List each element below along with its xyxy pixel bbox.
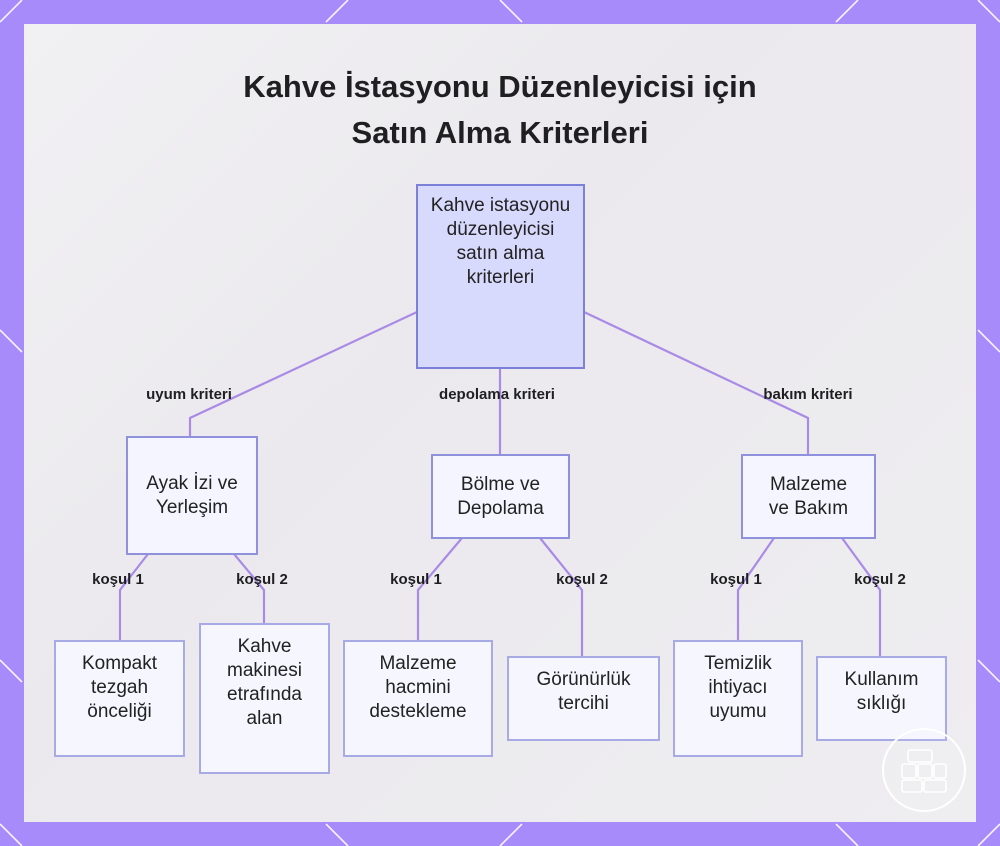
edge-malzeme-k1	[736, 537, 775, 640]
edge-label-bolme-k2: koşul 2	[556, 571, 608, 588]
leaf-malzeme-hacmi: Malzeme hacmini destekleme	[343, 640, 493, 757]
edge-label-ayak-k1: koşul 1	[92, 571, 144, 588]
leaf-kompakt-tezgah-text: Kompakt tezgah önceliği	[82, 653, 157, 722]
leaf-malzeme-hacmi-text: Malzeme hacmini destekleme	[369, 653, 467, 722]
edge-label-depolama: depolama kriteri	[439, 386, 555, 403]
page-title: Kahve İstasyonu Düzenleyicisi için Satın…	[0, 64, 1000, 156]
storage-boxes-icon	[901, 749, 947, 793]
node-ayak-izi: Ayak İzi ve Yerleşim	[126, 436, 258, 555]
edge-label-malzeme-k2: koşul 2	[854, 571, 906, 588]
leaf-gorunurluk: Görünürlük tercihi	[507, 656, 660, 741]
leaf-temizlik: Temizlik ihtiyacı uyumu	[673, 640, 803, 757]
root-node-text: Kahve istasyonu düzenleyicisi satın alma…	[430, 195, 571, 288]
edge-bolme-k1	[416, 537, 463, 640]
leaf-temizlik-text: Temizlik ihtiyacı uyumu	[704, 653, 772, 722]
edge-label-bolme-k1: koşul 1	[390, 571, 442, 588]
edge-label-ayak-k2: koşul 2	[236, 571, 288, 588]
edge-ayak-k1	[118, 553, 149, 640]
leaf-kullanim-sikligi-text: Kullanım sıklığı	[844, 669, 919, 714]
leaf-gorunurluk-text: Görünürlük tercihi	[536, 669, 631, 714]
root-node: Kahve istasyonu düzenleyicisi satın alma…	[416, 184, 585, 369]
leaf-kahve-makinesi-alan: Kahve makinesi etrafında alan	[199, 623, 330, 774]
leaf-kullanim-sikligi: Kullanım sıklığı	[816, 656, 947, 741]
edge-root-uyum	[188, 311, 418, 436]
corner-badge	[882, 728, 966, 812]
edge-malzeme-k2	[841, 537, 882, 656]
node-bolme-depolama-text: Bölme ve Depolama	[457, 473, 544, 519]
node-malzeme-bakim-text: Malzeme ve Bakım	[768, 473, 849, 519]
node-bolme-depolama: Bölme ve Depolama	[431, 454, 570, 539]
edge-ayak-k2	[233, 553, 266, 623]
node-malzeme-bakim: Malzeme ve Bakım	[741, 454, 876, 539]
title-line-1: Kahve İstasyonu Düzenleyicisi için	[243, 69, 757, 104]
title-line-2: Satın Alma Kriterleri	[351, 115, 649, 150]
node-ayak-izi-text: Ayak İzi ve Yerleşim	[146, 472, 238, 518]
edge-label-uyum: uyum kriteri	[146, 386, 232, 403]
edge-root-bakim	[583, 311, 810, 454]
leaf-kompakt-tezgah: Kompakt tezgah önceliği	[54, 640, 185, 757]
leaf-kahve-makinesi-alan-text: Kahve makinesi etrafında alan	[227, 636, 302, 729]
edge-bolme-k2	[539, 537, 584, 656]
edge-label-bakim: bakım kriteri	[763, 386, 853, 403]
edge-label-malzeme-k1: koşul 1	[710, 571, 762, 588]
